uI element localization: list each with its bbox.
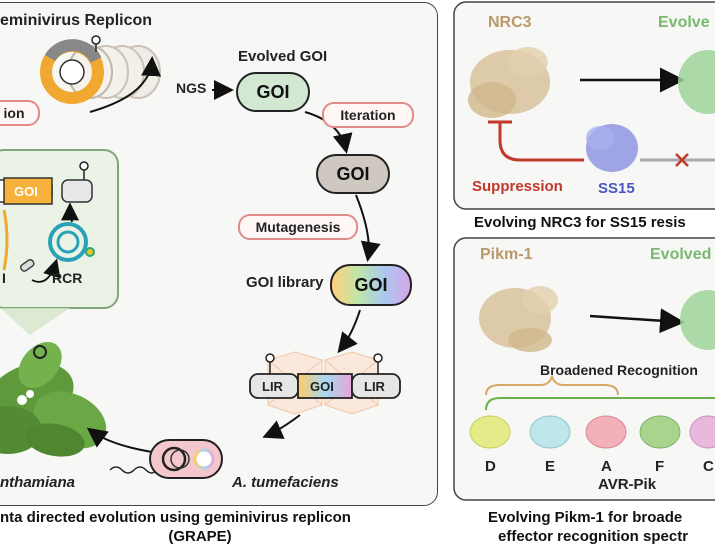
effector-e xyxy=(529,415,571,449)
cell-goi-block xyxy=(3,177,53,205)
effector-label-f: F xyxy=(655,458,665,475)
nrc3-structure xyxy=(468,47,550,118)
evolved-goi-block: GOI xyxy=(236,72,310,112)
replicon-stack xyxy=(40,35,161,104)
mutagenesis-pill: Mutagenesis xyxy=(238,214,358,240)
evolved-nrc3-structure xyxy=(678,50,715,114)
nrc3-label: NRC3 xyxy=(488,14,532,31)
replicon-title: eminivirus Replicon xyxy=(0,12,153,29)
effector-label-c: C xyxy=(703,458,714,475)
effector-label-e: E xyxy=(545,458,556,475)
plant-illustration xyxy=(0,341,107,457)
block-x-icon xyxy=(675,153,689,167)
ngs-label: NGS xyxy=(176,80,207,96)
effector-label-d: D xyxy=(485,458,496,475)
brace-evolved xyxy=(485,397,715,411)
agro-label: A. tumefaciens xyxy=(232,474,339,491)
evolved-goi-label: Evolved GOI xyxy=(238,48,328,65)
effector-a xyxy=(585,415,627,449)
evolved-pikm1-structure xyxy=(680,290,715,350)
lir-left-label: LIR xyxy=(262,379,283,394)
cell-letter: I xyxy=(2,270,6,286)
evolved-nrc3-label: Evolve xyxy=(658,14,710,31)
plant-label: nthamiana xyxy=(0,474,76,491)
cell-goi-label: GOI xyxy=(14,184,38,199)
suppression-line xyxy=(498,122,584,162)
grape-caption-line1: nta directed evolution using geminivirus… xyxy=(0,509,351,526)
grape-caption-line2: (GRAPE) xyxy=(168,528,232,545)
effector-f xyxy=(639,415,681,449)
partial-pill: ion xyxy=(0,100,40,126)
broadened-recognition-label: Broadened Recognition xyxy=(540,362,698,378)
effector-label-a: A xyxy=(601,458,612,475)
brace-original xyxy=(485,375,619,396)
pikm1-structure xyxy=(479,286,558,352)
effector-d xyxy=(469,415,511,449)
cell-zoom-wedge xyxy=(0,308,70,335)
ss15-structure xyxy=(586,124,638,172)
agrobacterium-icon xyxy=(109,439,223,479)
evolved-pikm1-label: Evolved xyxy=(650,246,712,263)
avr-pik-label: AVR-Pik xyxy=(598,476,657,493)
lir-goi-label: GOI xyxy=(310,379,334,394)
goi-library-label: GOI library xyxy=(246,274,324,291)
pikm1-label: Pikm-1 xyxy=(480,246,533,263)
pikm-caption-line1: Evolving Pikm-1 for broade xyxy=(488,509,683,526)
iterated-goi-block: GOI xyxy=(316,154,390,194)
nrc3-caption: Evolving NRC3 for SS15 resis xyxy=(474,214,686,231)
effector-c xyxy=(689,415,715,449)
pikm-caption-line2: effector recognition spectr xyxy=(498,528,689,545)
ss15-label: SS15 xyxy=(598,180,635,197)
iteration-pill: Iteration xyxy=(322,102,414,128)
lir-right-label: LIR xyxy=(364,379,385,394)
goi-library-block: GOI xyxy=(330,264,412,306)
suppression-label: Suppression xyxy=(472,178,563,195)
rcr-label: RCR xyxy=(52,270,83,286)
